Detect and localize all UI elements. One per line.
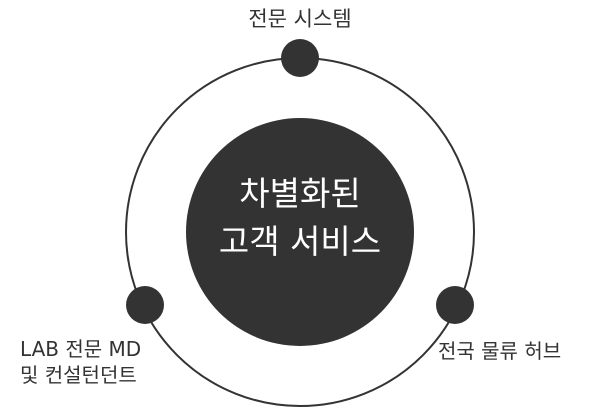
node-dot-top: [281, 39, 319, 77]
node-dot-left: [126, 286, 164, 324]
center-title-line1: 차별화된: [239, 174, 361, 213]
node-label-right: 전국 물류 허브: [438, 339, 562, 363]
node-label-left-line2: 및 컨설턴던트: [20, 363, 137, 387]
node-dot-right: [436, 286, 474, 324]
center-title-line2: 고객 서비스: [218, 222, 382, 261]
node-label-top: 전문 시스템: [248, 7, 352, 31]
center-title: 차별화된 고객 서비스: [186, 170, 414, 266]
node-label-left-line1: LAB 전문 MD: [20, 337, 142, 361]
node-label-left: LAB 전문 MD 및 컨설턴던트: [20, 336, 141, 388]
center-circle: [186, 118, 414, 346]
